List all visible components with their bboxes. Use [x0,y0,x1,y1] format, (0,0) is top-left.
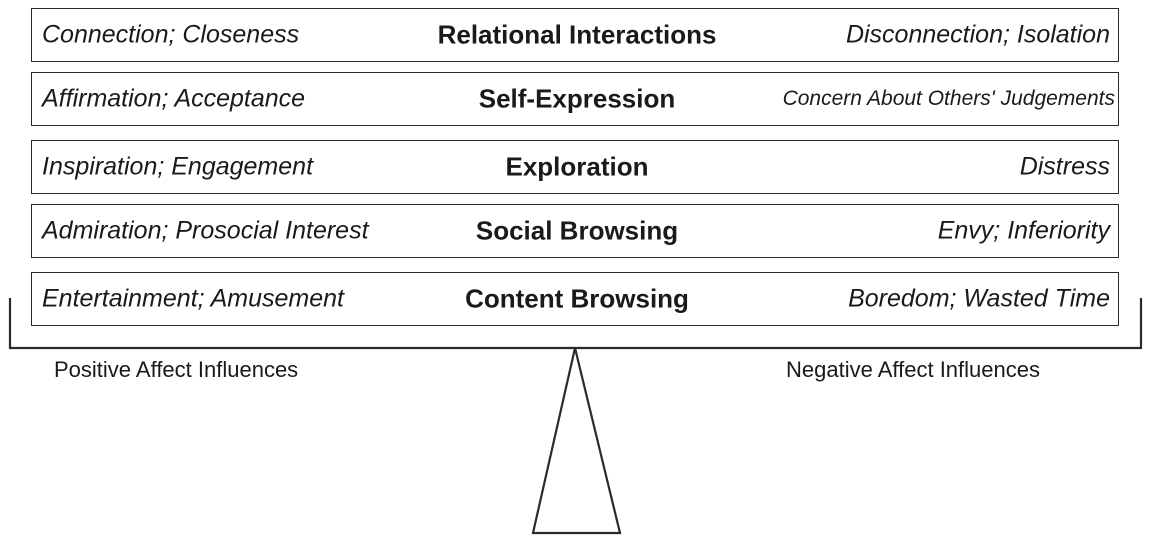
negative-affect-label: Concern About Others' Judgements [782,87,1115,110]
negative-affect-label: Boredom; Wasted Time [848,284,1110,313]
activity-label: Content Browsing [465,283,689,314]
activity-label: Self-Expression [478,83,676,114]
positive-affect-label: Entertainment; Amusement [42,284,344,313]
positive-affect-label: Connection; Closeness [42,20,300,49]
activity-row-social-browsing: Admiration; Prosocial Interest Social Br… [31,204,1119,258]
negative-affect-label: Envy; Inferiority [937,216,1110,245]
positive-affect-label: Admiration; Prosocial Interest [42,216,369,245]
activity-row-relational-interactions: Connection; Closeness Relational Interac… [31,8,1119,62]
activity-label: Relational Interactions [437,19,717,50]
positive-affect-label: Inspiration; Engagement [42,152,314,181]
activity-row-exploration: Inspiration; Engagement Exploration Dist… [31,140,1119,194]
negative-affect-label: Disconnection; Isolation [845,20,1110,49]
negative-affect-label: Distress [1019,152,1110,181]
activity-row-self-expression: Affirmation; Acceptance Self-Expression … [31,72,1119,126]
activity-label: Social Browsing [475,215,679,246]
negative-affect-influences-label: Negative Affect Influences [786,357,1040,382]
positive-affect-label: Affirmation; Acceptance [42,84,306,113]
activity-label: Exploration [505,151,649,182]
activity-row-content-browsing: Entertainment; Amusement Content Browsin… [31,272,1119,326]
positive-affect-influences-label: Positive Affect Influences [54,357,299,382]
scale-fulcrum [531,347,622,535]
